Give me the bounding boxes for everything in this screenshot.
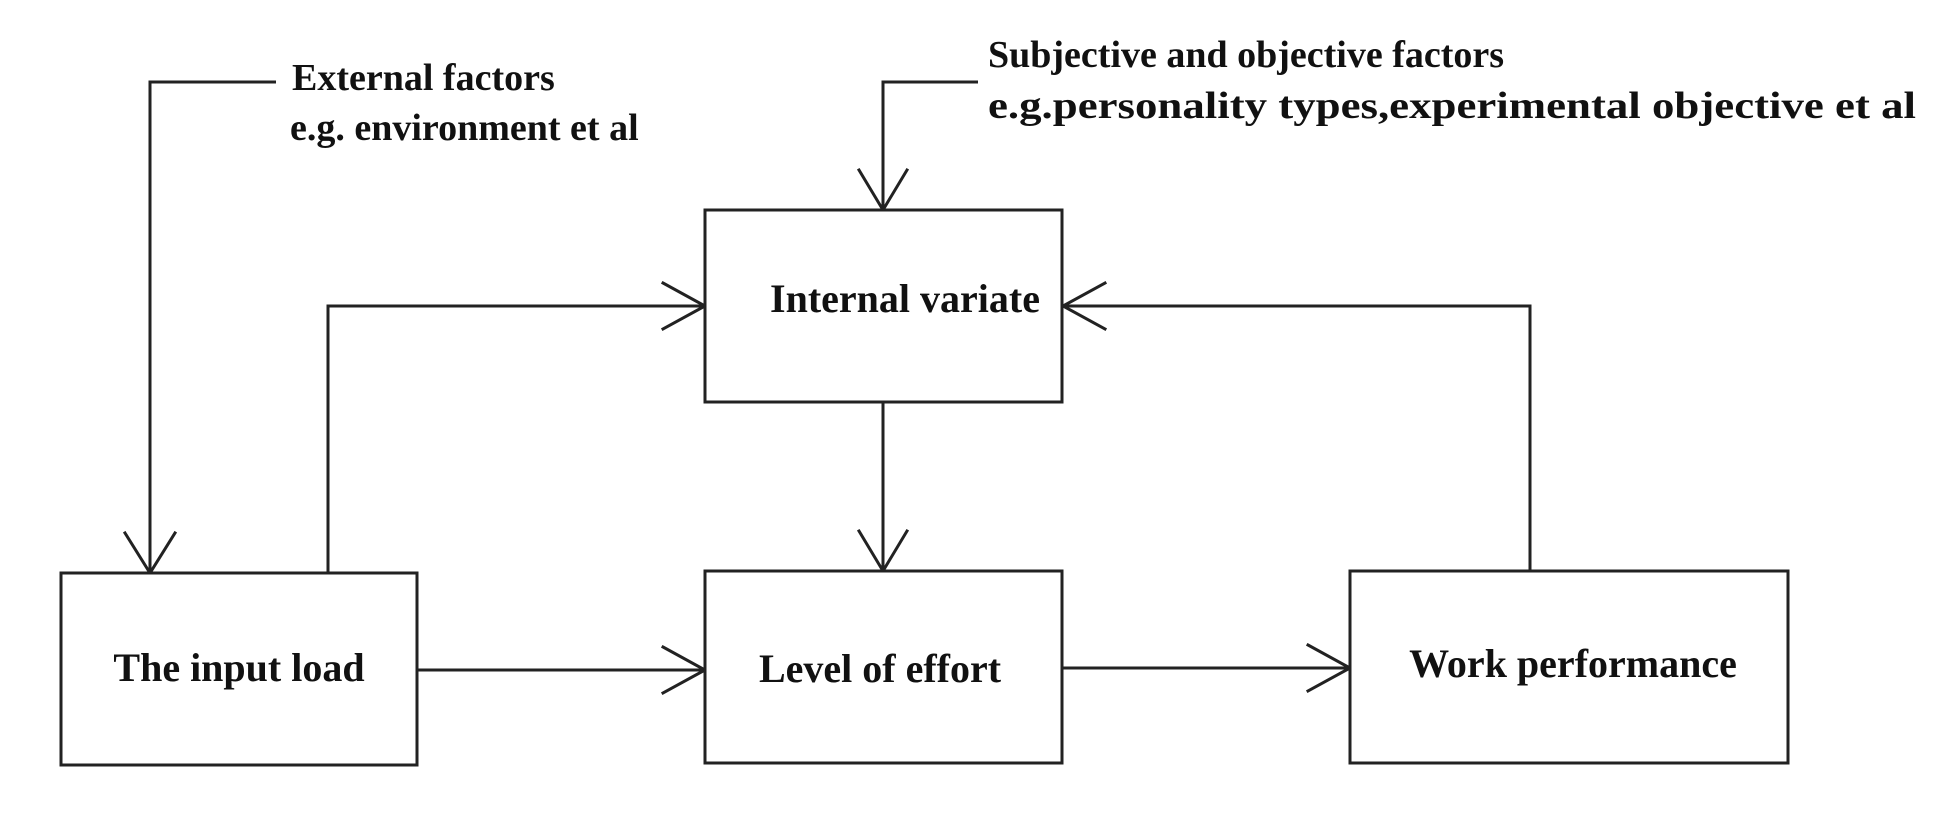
arrow-work-performance-to-internal-variate — [1059, 280, 1532, 573]
subjective-factors-example: e.g.personality types,experimental objec… — [988, 85, 1916, 127]
node-work-performance-label: Work performance — [1409, 641, 1737, 686]
arrow-internal-variate-to-level-of-effort — [856, 402, 910, 574]
subjective-factors-title: Subjective and objective factors — [988, 34, 1504, 76]
external-factors-title: External factors — [292, 57, 555, 99]
arrow-input-load-to-internal-variate — [326, 280, 709, 573]
arrow-subjective-to-internal-variate — [856, 80, 978, 213]
node-internal-variate-label: Internal variate — [770, 276, 1040, 321]
node-level-of-effort-label: Level of effort — [759, 646, 1002, 691]
arrow-input-load-to-level-of-effort — [417, 644, 709, 696]
arrow-external-to-input-load — [122, 80, 276, 576]
node-internal-variate: Internal variate — [703, 208, 1064, 404]
node-level-of-effort: Level of effort — [703, 569, 1064, 765]
node-work-performance: Work performance — [1348, 569, 1790, 765]
node-input-load: The input load — [59, 571, 419, 767]
external-factors-example: e.g. environment et al — [290, 107, 639, 149]
node-input-load-label: The input load — [113, 645, 364, 690]
arrow-level-of-effort-to-work-performance — [1062, 642, 1354, 694]
